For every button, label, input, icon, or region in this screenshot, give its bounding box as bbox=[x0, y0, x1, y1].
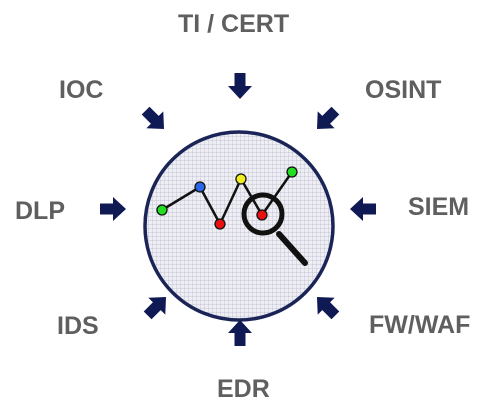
trend-chart-icon bbox=[156, 166, 298, 230]
label-ids: IDS bbox=[57, 312, 99, 340]
magnifier-icon bbox=[241, 192, 308, 266]
label-fw-waf: FW/WAF bbox=[369, 311, 471, 339]
arrow-icon-bottom-left bbox=[139, 288, 175, 324]
chart-node-red-left bbox=[214, 218, 226, 230]
label-ioc: IOC bbox=[59, 76, 104, 104]
label-edr: EDR bbox=[217, 375, 270, 403]
label-siem: SIEM bbox=[408, 193, 470, 221]
label-ti-cert: TI / CERT bbox=[178, 10, 290, 38]
chart-node-red-right bbox=[256, 209, 268, 221]
arrow-icon-top-left bbox=[137, 102, 173, 138]
arrow-icon-bottom bbox=[228, 320, 252, 346]
chart-node-yellow bbox=[235, 173, 247, 185]
arrow-icon-left bbox=[100, 197, 126, 221]
label-osint: OSINT bbox=[365, 76, 442, 104]
chart-node-green-left bbox=[156, 204, 168, 216]
chart-node-green-right bbox=[286, 166, 298, 178]
arrow-icon-right bbox=[350, 197, 376, 221]
label-dlp: DLP bbox=[15, 197, 65, 225]
center-circle bbox=[143, 130, 335, 322]
arrow-icon-top bbox=[228, 73, 252, 99]
chart-node-blue bbox=[194, 181, 206, 193]
arrow-icon-bottom-right bbox=[308, 288, 344, 324]
arrow-icon-top-right bbox=[308, 102, 344, 138]
